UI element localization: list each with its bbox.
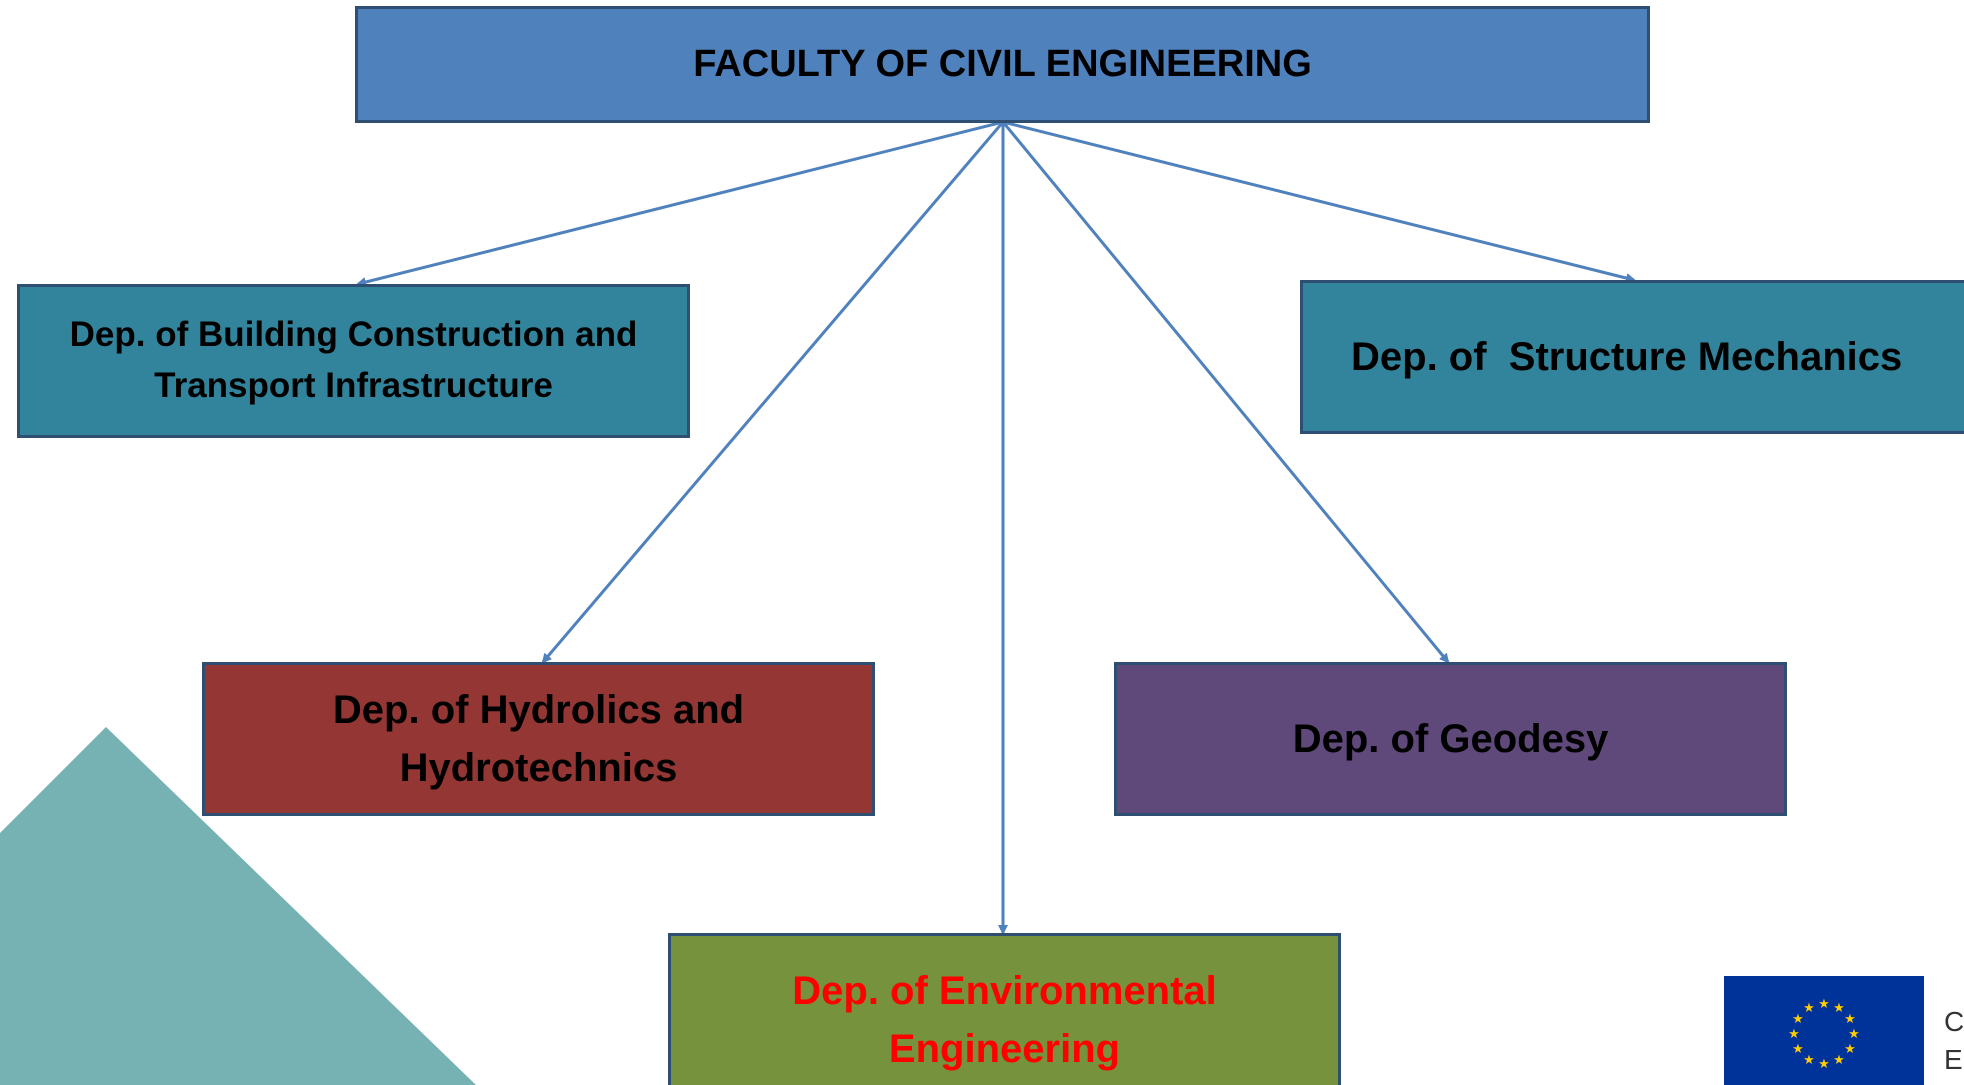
eu-stars-icon: ★ ★ ★ ★ ★ ★ ★ ★ ★ ★ ★ ★ <box>1788 997 1860 1072</box>
hydro-label-line-1: Dep. of Hydrolics and <box>332 688 745 732</box>
svg-text:★: ★ <box>1803 1001 1815 1016</box>
faculty-node: FACULTY OF CIVIL ENGINEERING <box>355 6 1650 123</box>
svg-text:★: ★ <box>1818 997 1830 1012</box>
geodesy-label: Dep. of Geodesy <box>1292 717 1609 761</box>
svg-text:★: ★ <box>1848 1027 1860 1042</box>
department-node-structure: Dep. of Structure Mechanics <box>1300 280 1964 434</box>
svg-text:★: ★ <box>1818 1057 1830 1072</box>
faculty-label: FACULTY OF CIVIL ENGINEERING <box>693 42 1312 85</box>
building-label-line-2: Transport Infrastructure <box>154 366 553 405</box>
arrow-to-hydro <box>541 121 1005 664</box>
svg-text:★: ★ <box>1792 1012 1804 1027</box>
environmental-label-line-2: Engineering <box>888 1027 1121 1071</box>
arrow-to-structure <box>1002 120 1636 283</box>
svg-text:★: ★ <box>1803 1053 1815 1068</box>
building-label-line-1: Dep. of Building Construction and <box>69 315 638 355</box>
arrow-to-building <box>356 120 1004 287</box>
department-node-environmental: Dep. of Environmental Engineering <box>668 933 1341 1085</box>
svg-text:★: ★ <box>1788 1027 1800 1042</box>
eu-flag-logo: ★ ★ ★ ★ ★ ★ ★ ★ ★ ★ ★ ★ <box>1724 976 1924 1085</box>
svg-text:★: ★ <box>1833 1001 1845 1016</box>
svg-text:★: ★ <box>1833 1053 1845 1068</box>
eu-caption-line-1: C <box>1944 1006 1964 1037</box>
environmental-label-line-1: Dep. of Environmental <box>792 969 1217 1013</box>
department-node-building: Dep. of Building Construction and Transp… <box>17 284 690 438</box>
eu-caption-line-2: E <box>1944 1043 1963 1075</box>
department-node-hydro: Dep. of Hydrolics and Hydrotechnics <box>202 662 875 816</box>
eu-caption: C E <box>1944 1003 1964 1079</box>
arrow-to-geodesy <box>1001 121 1450 664</box>
svg-text:★: ★ <box>1844 1012 1856 1027</box>
structure-label: Dep. of Structure Mechanics <box>1351 335 1903 379</box>
svg-text:★: ★ <box>1844 1042 1856 1057</box>
teal-triangle-shape <box>0 727 476 1085</box>
hydro-label-line-2: Hydrotechnics <box>399 746 678 790</box>
department-node-geodesy: Dep. of Geodesy <box>1114 662 1787 816</box>
svg-text:★: ★ <box>1792 1042 1804 1057</box>
